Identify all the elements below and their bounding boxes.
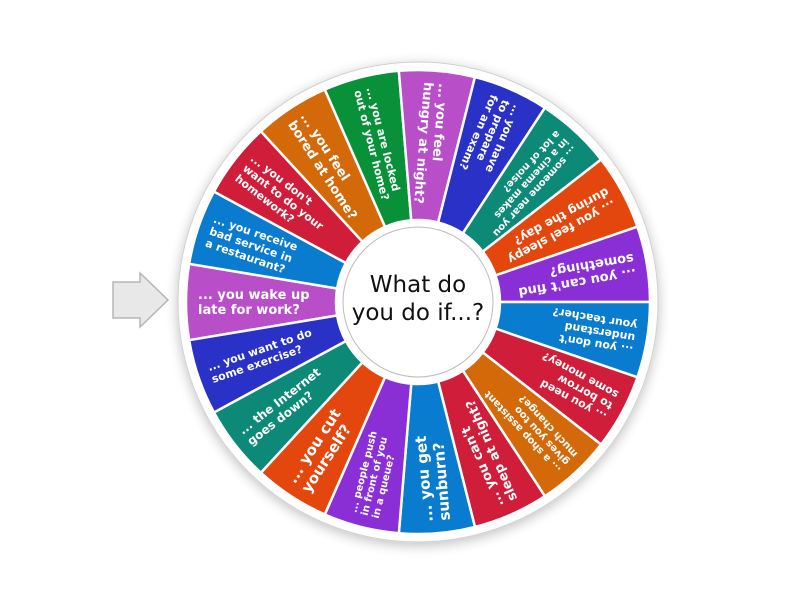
wheel-segment[interactable]: ... you getsunburn?	[397, 379, 477, 536]
wheel-segment[interactable]: ... you feelhungry at night?	[397, 68, 477, 225]
pointer-arrow-icon	[112, 271, 170, 329]
segment-label-line: ... you feel	[429, 83, 450, 162]
wheel-segment[interactable]: ... you feel sleepyduring the day?	[480, 157, 640, 277]
segment-label: ... you getsunburn?	[412, 434, 454, 523]
wheel-segment[interactable]: ... you can't findsomething?	[493, 225, 652, 304]
wheel-segment[interactable]: ... you cutyourself?	[259, 360, 387, 517]
hub-title-line-2: you do if...?	[352, 300, 485, 326]
wheel-segment[interactable]: ... you needto borrowsome money?	[480, 327, 640, 447]
wheel-segment[interactable]: ... people pushin front of youin a queue…	[323, 375, 413, 535]
wheel-segment[interactable]: ... you don'tunderstandyour teacher?	[493, 300, 652, 379]
wheel-segment[interactable]: ... you are lockedout of your home?	[323, 69, 413, 229]
segment-label-line: late for work?	[198, 303, 300, 318]
segment-label-line: ... you wake up	[198, 288, 310, 303]
wheel-hub[interactable]: What do you do if...?	[336, 220, 500, 384]
wheel-segment[interactable]: ... you haveto preparefor an exam?	[436, 75, 547, 236]
hub-title-line-1: What do	[370, 272, 466, 298]
wheel-segment[interactable]: ... you want to dosome exercise?	[187, 314, 348, 415]
